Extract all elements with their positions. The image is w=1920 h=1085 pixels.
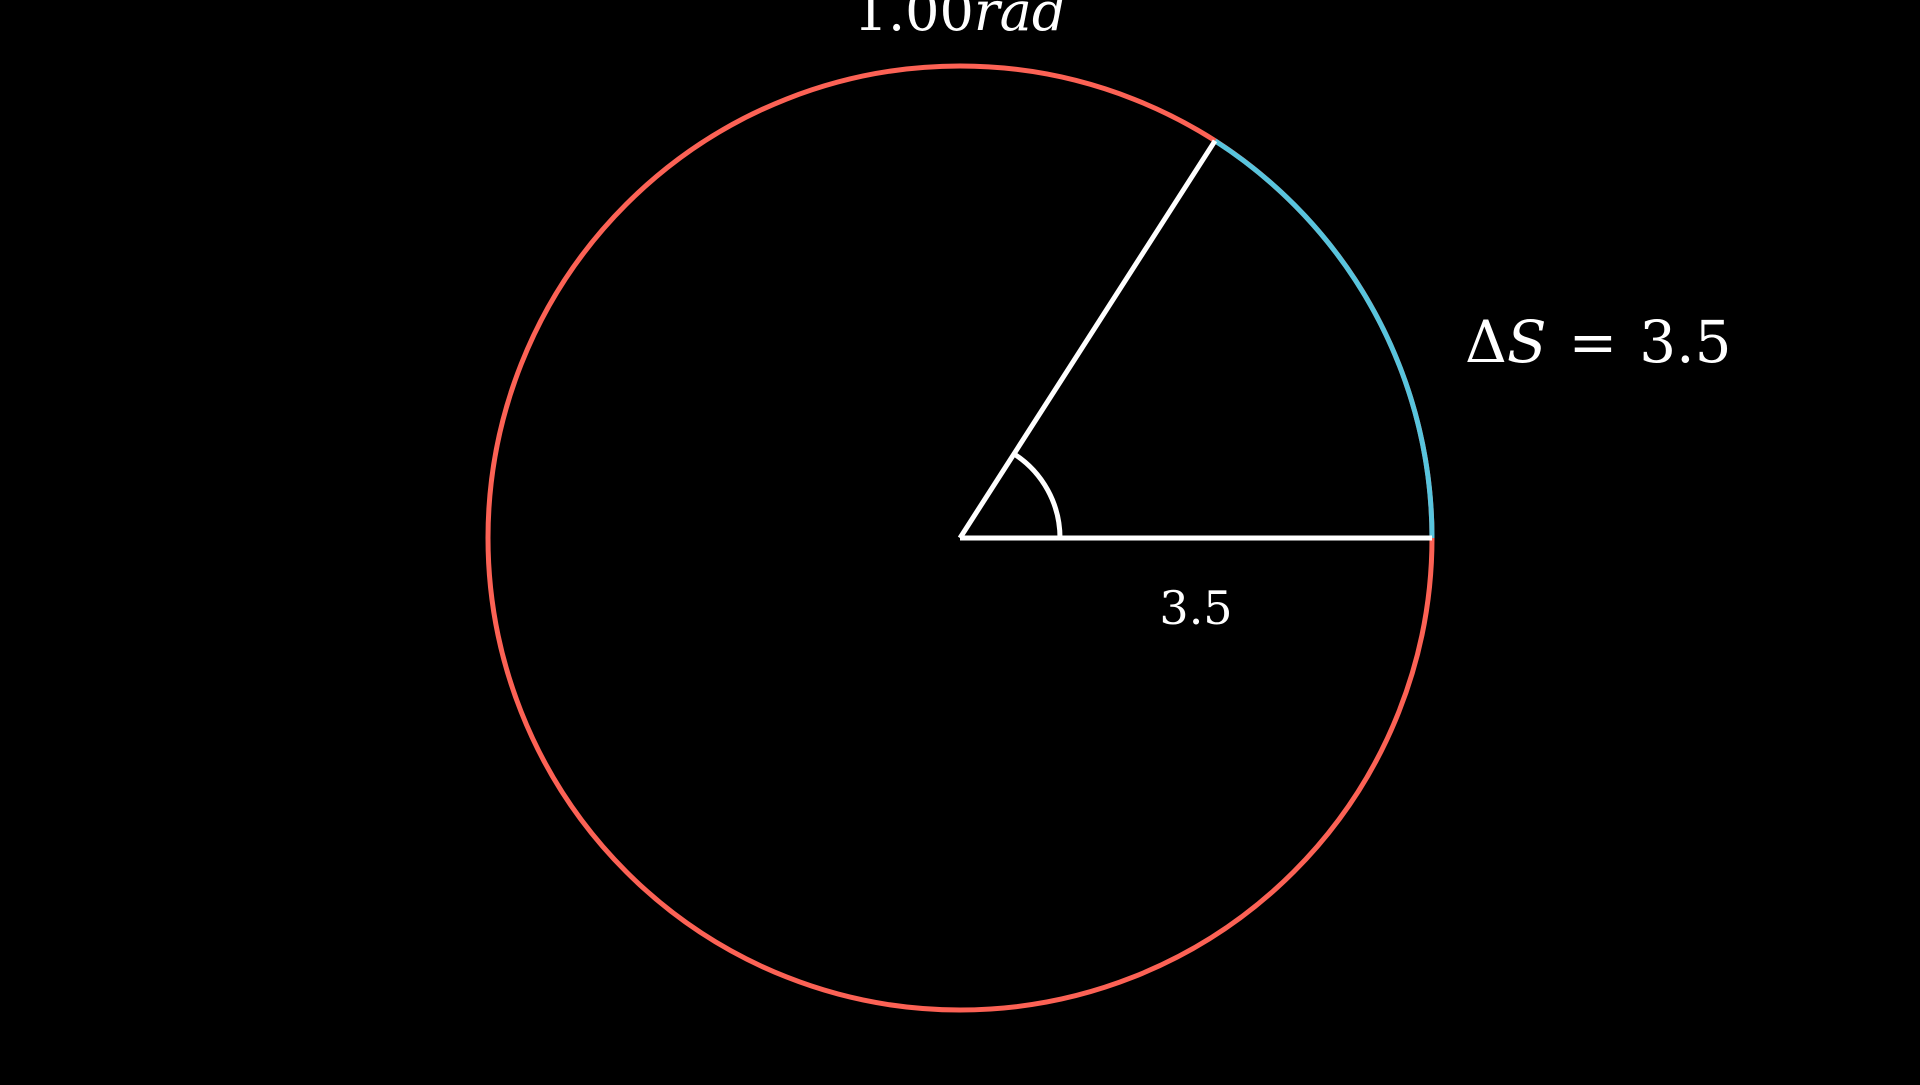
radius-label: 3.5 bbox=[1159, 581, 1232, 635]
arc-length-label: ΔS = 3.5 bbox=[1465, 308, 1731, 376]
radius-line-rotated bbox=[957, 139, 1218, 540]
arc-length-delta: Δ bbox=[1465, 308, 1507, 376]
arc-length-symbol: S bbox=[1507, 308, 1547, 376]
arc-length-value: 3.5 bbox=[1639, 308, 1731, 376]
highlighted-arc bbox=[1213, 138, 1435, 539]
angle-label-unit: rad bbox=[974, 0, 1067, 43]
arc-length-equals: = bbox=[1569, 308, 1618, 376]
angle-label-number: 1.00 bbox=[854, 0, 974, 43]
angle-marker-arc bbox=[1012, 451, 1063, 539]
angle-label: 1.00rad bbox=[854, 0, 1067, 43]
